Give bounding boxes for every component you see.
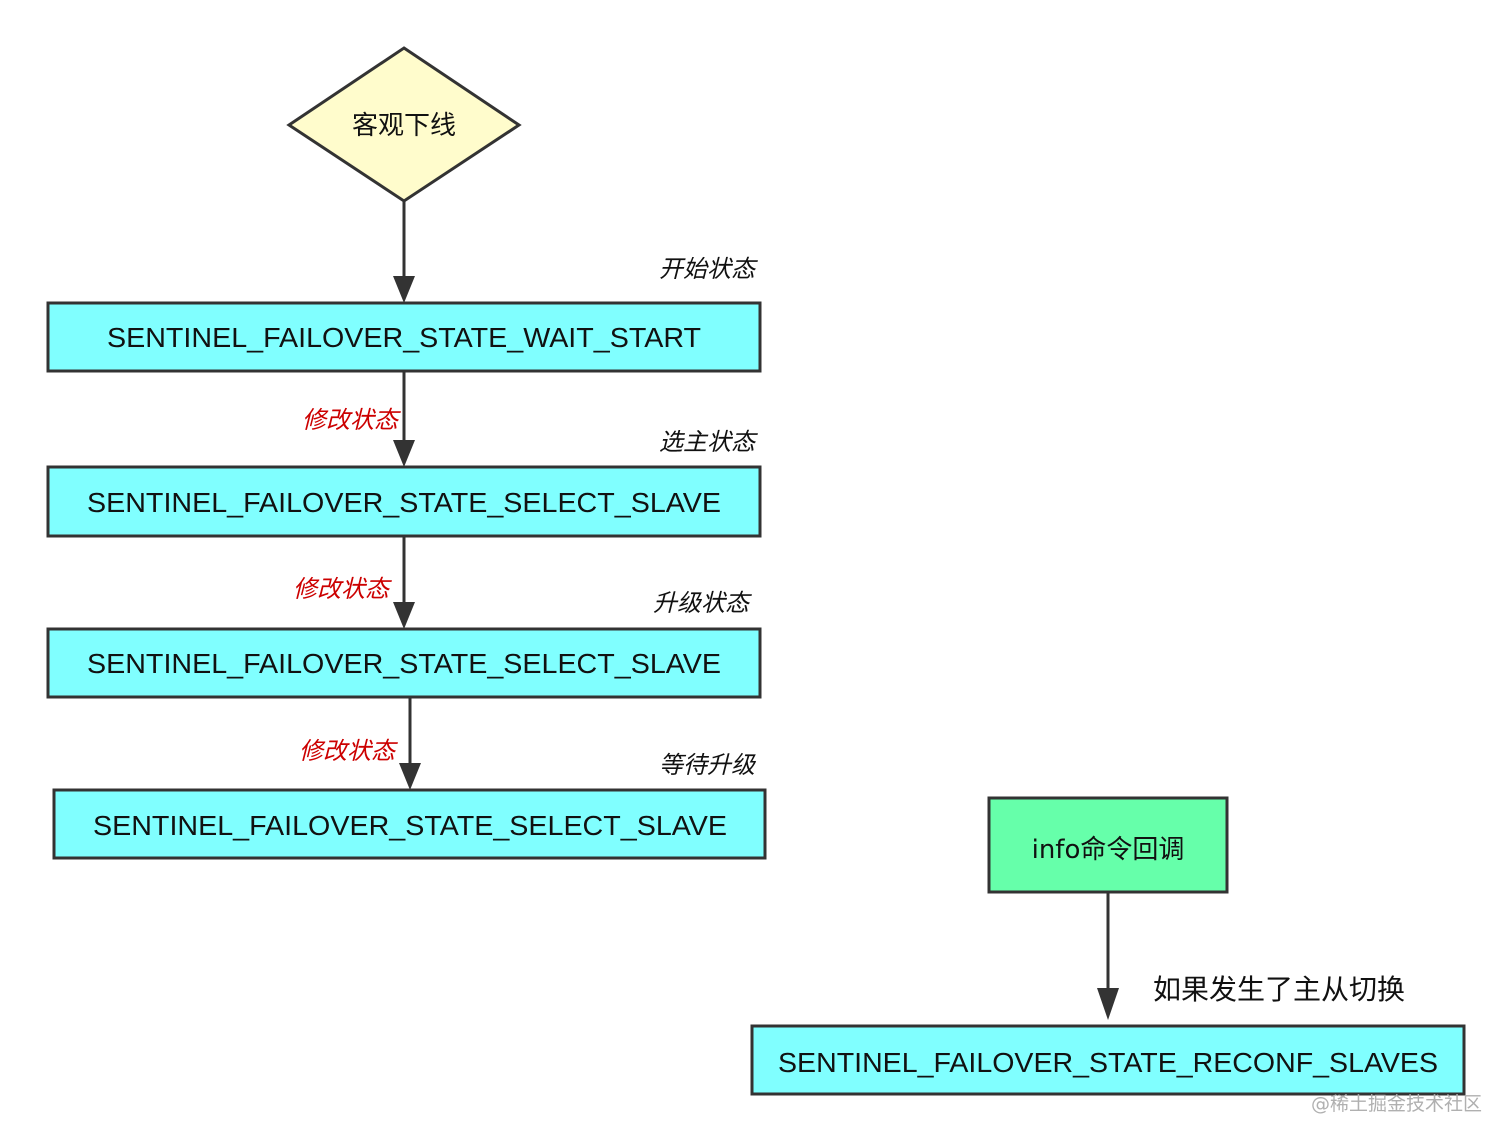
decision-node: 客观下线 [286,46,522,203]
state-caption-wait-start: 开始状态 [659,255,758,283]
state-box-rect [750,1024,1466,1096]
callback-box-rect [987,796,1229,894]
transition-label: 修改状态 [299,737,398,765]
callback-label: info命令回调 [1032,835,1185,865]
state-box-label: SENTINEL_FAILOVER_STATE_RECONF_SLAVES [778,1047,1438,1078]
state-box-reconf-slaves: SENTINEL_FAILOVER_STATE_RECONF_SLAVES [750,1024,1466,1096]
callback-node: info命令回调 [987,796,1229,894]
state-caption-promote: 升级状态 [653,589,752,617]
arrowhead-reconf [1097,988,1119,1020]
transition-label: 修改状态 [293,575,392,603]
decision-diamond [286,46,522,203]
transition-label: 修改状态 [302,406,401,434]
arrowhead-wait-start [393,276,415,303]
state-box-rect [46,627,762,699]
state-box-select-slave: SENTINEL_FAILOVER_STATE_SELECT_SLAVE [46,465,762,538]
state-box-rect [46,465,762,538]
state-box-label: SENTINEL_FAILOVER_STATE_SELECT_SLAVE [87,487,721,518]
state-box-label: SENTINEL_FAILOVER_STATE_SELECT_SLAVE [93,810,727,841]
state-box-label: SENTINEL_FAILOVER_STATE_WAIT_START [107,322,701,353]
state-box-wait-promotion: SENTINEL_FAILOVER_STATE_SELECT_SLAVE [52,788,767,860]
state-box-rect [46,301,762,373]
state-box-label: SENTINEL_FAILOVER_STATE_SELECT_SLAVE [87,648,721,679]
state-box-rect [52,788,767,860]
decision-label: 客观下线 [352,111,456,141]
state-box-promote: SENTINEL_FAILOVER_STATE_SELECT_SLAVE [46,627,762,699]
condition-label: 如果发生了主从切换 [1153,973,1405,1006]
arrowhead-select-slave [393,440,415,467]
state-box-wait-start: SENTINEL_FAILOVER_STATE_WAIT_START [46,301,762,373]
arrowhead-wait-promotion [399,763,421,790]
state-caption-select-slave: 选主状态 [659,428,758,456]
watermark: @稀土掘金技术社区 [1311,1093,1482,1115]
arrowhead-promote [393,602,415,629]
state-caption-wait-promotion: 等待升级 [659,751,757,779]
